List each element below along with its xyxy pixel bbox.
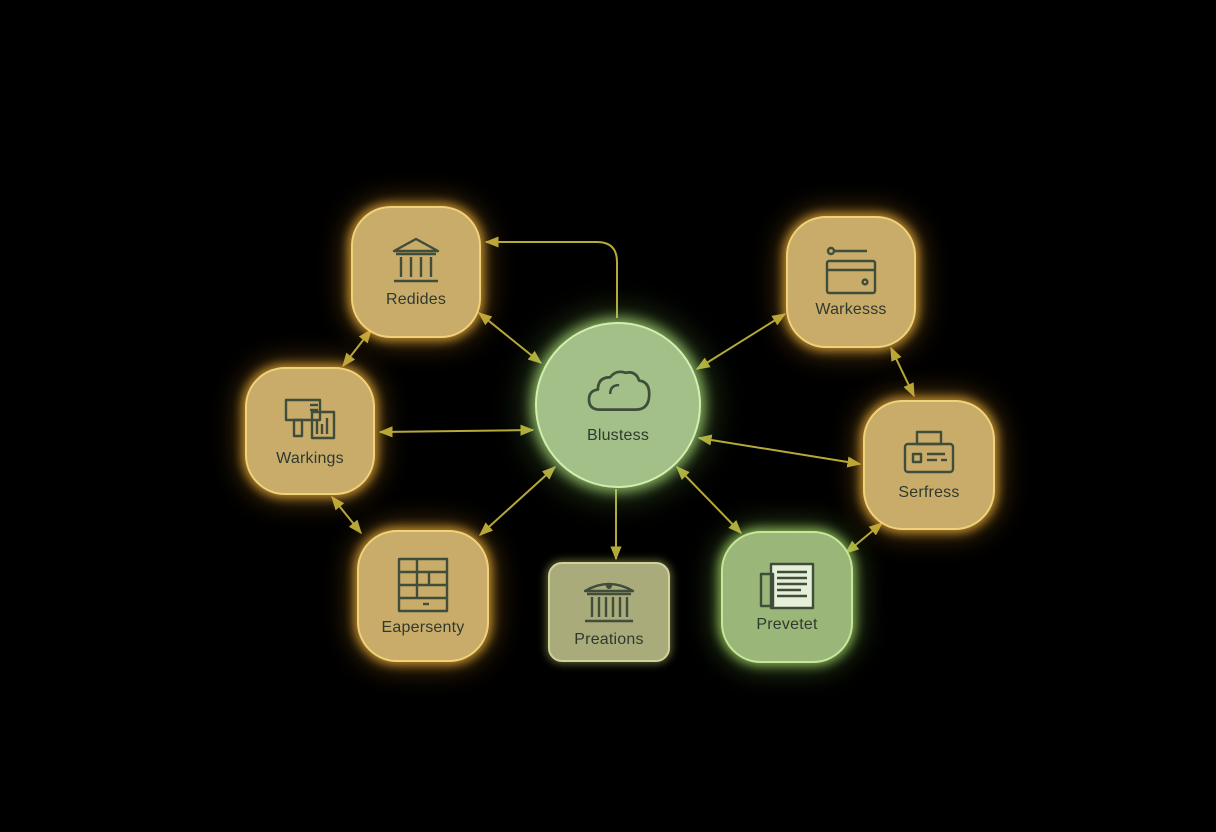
node-eapersenty[interactable]: Eapersenty	[357, 530, 489, 662]
node-blustess[interactable]: Blustess	[535, 322, 701, 488]
node-warkings[interactable]: Warkings	[245, 367, 375, 495]
connector-serfress-prevetet	[844, 522, 884, 554]
connector-warkings-eapersenty	[331, 495, 362, 535]
node-label: Preations	[574, 631, 644, 648]
connector-hub-warkesss	[695, 313, 787, 370]
node-label: Warkesss	[815, 301, 887, 318]
node-prevetet[interactable]: Prevetet	[721, 531, 853, 663]
node-warkesss[interactable]: Warkesss	[786, 216, 916, 348]
bank-icon	[392, 237, 440, 283]
node-label: Prevetet	[756, 616, 818, 633]
connector-hub-redides-elbow	[484, 236, 618, 318]
node-preations[interactable]: Preations	[548, 562, 670, 662]
node-label: Serfress	[898, 484, 960, 501]
node-label: Eapersenty	[381, 619, 465, 636]
connector-hub-eapersenty	[478, 466, 557, 536]
document-icon	[759, 562, 815, 610]
node-serfress[interactable]: Serfress	[863, 400, 995, 530]
node-redides[interactable]: Redides	[351, 206, 481, 338]
card-key-icon	[825, 246, 877, 295]
grid-panel-icon	[397, 557, 449, 613]
connector-hub-prevetet	[676, 465, 742, 535]
node-label: Blustess	[586, 427, 650, 444]
connector-hub-redides	[477, 312, 543, 364]
bank-icon	[583, 582, 635, 623]
connector-redides-warkings	[342, 328, 372, 368]
sign-document-icon	[284, 398, 336, 440]
connector-warkesss-serfress	[890, 346, 915, 398]
printer-icon	[903, 430, 955, 474]
node-label: Redides	[385, 291, 447, 308]
connector-hub-serfress	[697, 434, 862, 468]
connector-hub-warkings	[378, 424, 535, 438]
node-label: Warkings	[276, 450, 344, 467]
cloud-icon	[587, 370, 651, 411]
